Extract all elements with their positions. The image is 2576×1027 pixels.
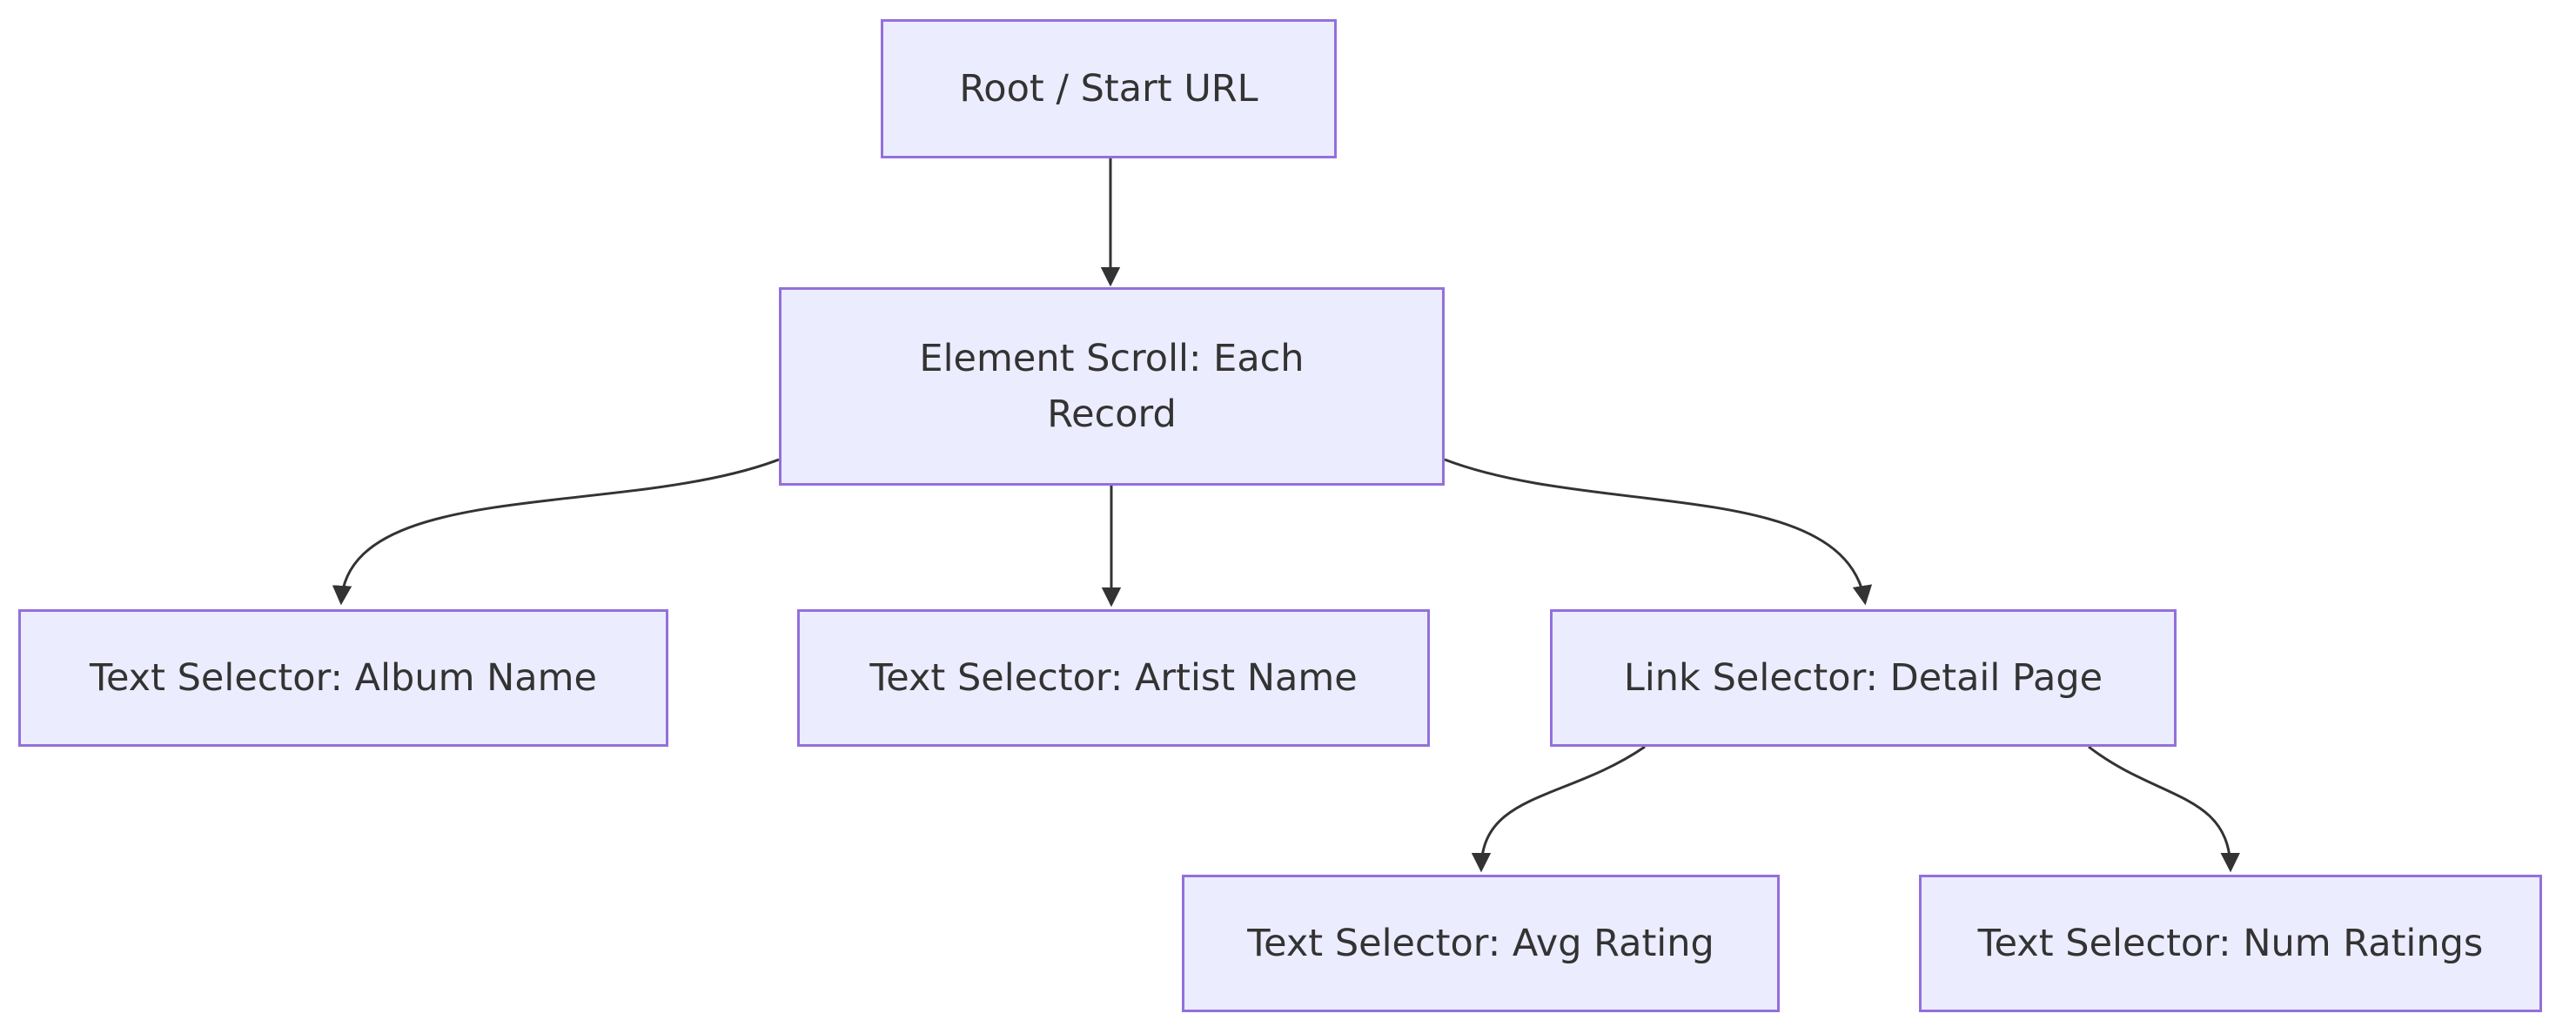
node-root-start-url-label: Root / Start URL	[959, 66, 1258, 111]
node-root-start-url: Root / Start URL	[881, 19, 1337, 158]
edge-detail-to-num	[2088, 745, 2241, 873]
node-text-selector-album-name-label: Text Selector: Album Name	[90, 655, 597, 700]
node-text-selector-avg-rating: Text Selector: Avg Rating	[1182, 875, 1780, 1012]
node-text-selector-num-ratings-label: Text Selector: Num Ratings	[1977, 921, 2484, 965]
edge-scroll-to-album	[332, 458, 780, 606]
edge-scroll-to-detail	[1444, 458, 1873, 606]
node-element-scroll-each-record-label: Element Scroll: Each Record	[919, 336, 1305, 437]
edge-detail-to-avg	[1471, 745, 1646, 873]
node-text-selector-avg-rating-label: Text Selector: Avg Rating	[1247, 921, 1714, 965]
node-text-selector-album-name: Text Selector: Album Name	[18, 609, 668, 747]
node-link-selector-detail-page-label: Link Selector: Detail Page	[1623, 655, 2103, 700]
node-link-selector-detail-page: Link Selector: Detail Page	[1550, 609, 2177, 747]
node-text-selector-artist-name: Text Selector: Artist Name	[797, 609, 1430, 747]
node-element-scroll-each-record: Element Scroll: Each Record	[779, 287, 1445, 486]
node-text-selector-artist-name-label: Text Selector: Artist Name	[869, 655, 1358, 700]
node-text-selector-num-ratings: Text Selector: Num Ratings	[1919, 875, 2542, 1012]
